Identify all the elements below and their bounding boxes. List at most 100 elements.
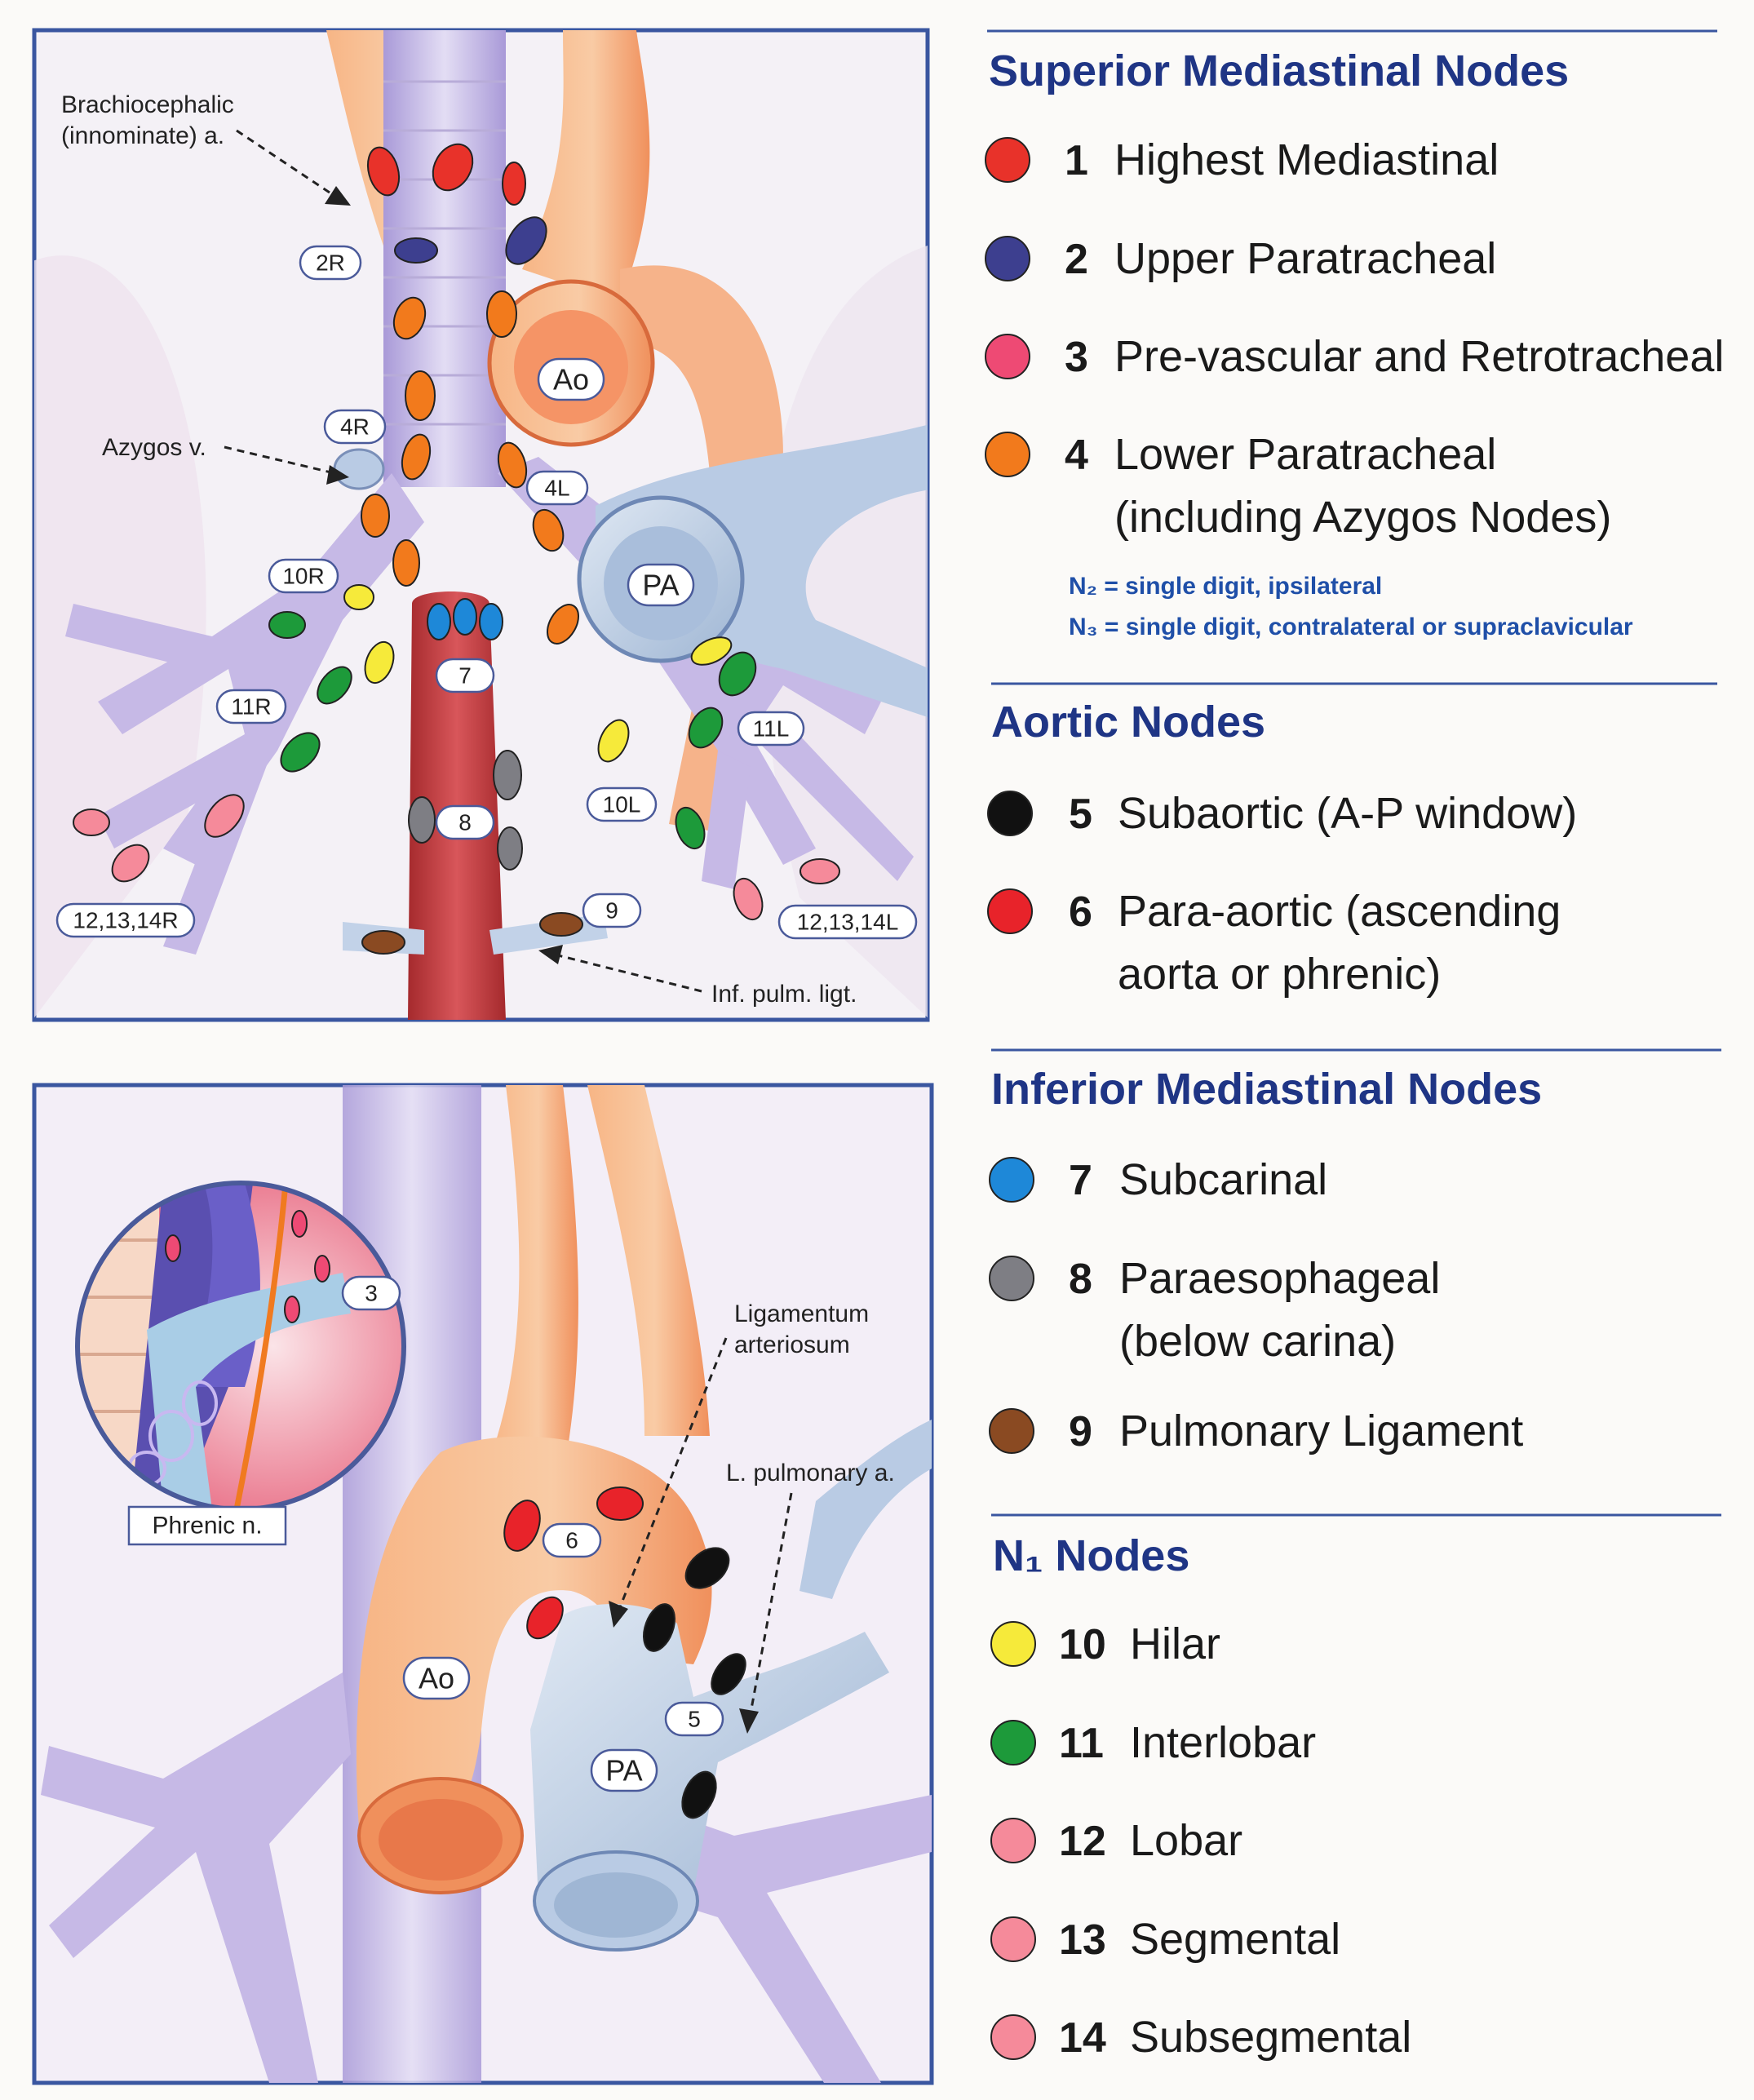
tag-4R: 4R xyxy=(323,409,387,445)
svg-text:4L: 4L xyxy=(544,476,569,501)
node-10 xyxy=(597,719,630,763)
svg-text:4: 4 xyxy=(1065,432,1088,479)
node-12-14 xyxy=(73,809,110,836)
svg-text:9: 9 xyxy=(1069,1408,1092,1455)
label-l-pulmonary-a: L. pulmonary a. xyxy=(726,1460,895,1486)
legend-item-9: 9 Pulmonary Ligament xyxy=(989,1407,1523,1455)
svg-text:Ao: Ao xyxy=(553,363,589,397)
svg-text:Pulmonary Ligament: Pulmonary Ligament xyxy=(1119,1407,1523,1455)
tag-2R: 2R xyxy=(299,245,362,281)
svg-text:8: 8 xyxy=(458,810,472,835)
tag-9: 9 xyxy=(582,893,642,928)
svg-text:Lower Paratracheal: Lower Paratracheal xyxy=(1114,430,1496,479)
azygos-vein xyxy=(333,448,385,490)
node-1 xyxy=(432,143,474,192)
label-brachiocephalic-2: (innominate) a. xyxy=(61,122,224,149)
label-ligamentum-1: Ligamentum xyxy=(734,1300,869,1327)
svg-text:PA: PA xyxy=(605,1754,642,1788)
node-11 xyxy=(317,666,352,705)
legend-item-8: 8 Paraesophageal (below carina) xyxy=(989,1254,1440,1366)
node-8 xyxy=(497,826,523,871)
node-10 xyxy=(364,640,395,684)
node-1 xyxy=(502,162,526,206)
node-2 xyxy=(394,237,438,264)
node-9 xyxy=(539,912,583,937)
node-7 xyxy=(479,603,503,640)
legend-item-1: 1 Highest Mediastinal xyxy=(985,135,1499,184)
svg-text:13: 13 xyxy=(1059,1916,1106,1964)
node-4 xyxy=(401,433,432,481)
tag-ao-top: Ao xyxy=(537,357,605,401)
node-8 xyxy=(493,750,522,800)
svg-text:5: 5 xyxy=(1069,791,1092,838)
legend: Superior Mediastinal Nodes 1 Highest Med… xyxy=(985,29,1724,2062)
node-12-14 xyxy=(204,794,245,838)
svg-text:Hilar: Hilar xyxy=(1130,1619,1220,1668)
svg-text:Pre-vascular and Retrotracheal: Pre-vascular and Retrotracheal xyxy=(1114,332,1724,381)
tag-8: 8 xyxy=(435,804,495,840)
top-nodes xyxy=(73,143,840,955)
svg-text:7: 7 xyxy=(1069,1157,1092,1204)
tag-6: 6 xyxy=(542,1522,602,1558)
svg-text:2: 2 xyxy=(1065,236,1088,283)
legend-title-superior: Superior Mediastinal Nodes xyxy=(989,47,1569,95)
node-4 xyxy=(532,508,565,552)
node-5 xyxy=(711,1653,746,1695)
svg-text:Upper Paratracheal: Upper Paratracheal xyxy=(1114,234,1496,283)
node-7 xyxy=(453,598,477,636)
label-phrenic-n: Phrenic n. xyxy=(127,1505,287,1546)
bottom-leader-arrows xyxy=(609,1337,793,1734)
node-5 xyxy=(681,1770,717,1819)
node-11 xyxy=(280,732,321,773)
right-main-bronchus xyxy=(98,473,424,865)
svg-text:12,13,14L: 12,13,14L xyxy=(797,910,899,935)
svg-text:(below carina): (below carina) xyxy=(1119,1317,1396,1366)
node-2 xyxy=(505,216,547,265)
node-6 xyxy=(596,1486,644,1521)
node-12-14 xyxy=(111,844,150,883)
tag-5: 5 xyxy=(664,1701,724,1737)
tag-12-13-14R: 12,13,14R xyxy=(55,902,196,938)
svg-text:Subsegmental: Subsegmental xyxy=(1130,2013,1411,2062)
ascending-aorta xyxy=(356,1436,712,1844)
legend-item-2: 2 Upper Paratracheal xyxy=(985,234,1496,283)
svg-text:Interlobar: Interlobar xyxy=(1130,1718,1316,1767)
legend-item-11: 11 Interlobar xyxy=(990,1718,1316,1767)
svg-text:5: 5 xyxy=(688,1707,701,1732)
svg-text:4R: 4R xyxy=(340,414,370,440)
node-1 xyxy=(366,146,401,197)
legend-note-n3: N₃ = single digit, contralateral or supr… xyxy=(1069,614,1633,640)
node-3 xyxy=(291,1210,308,1238)
legend-item-7: 7 Subcarinal xyxy=(989,1155,1327,1204)
svg-text:3: 3 xyxy=(1065,334,1088,381)
legend-note-n2: N₂ = single digit, ipsilateral xyxy=(1069,573,1382,600)
node-7 xyxy=(427,603,451,640)
node-4 xyxy=(392,539,420,587)
tag-pa-top: PA xyxy=(627,563,695,607)
node-10 xyxy=(690,636,733,666)
tag-ao-bottom: Ao xyxy=(402,1656,471,1700)
label-ligamentum-2: arteriosum xyxy=(734,1331,850,1358)
node-4 xyxy=(486,290,517,338)
tag-10R: 10R xyxy=(268,558,339,594)
bottom-nodes xyxy=(503,1486,746,1819)
svg-text:PA: PA xyxy=(642,569,679,602)
svg-text:10: 10 xyxy=(1059,1621,1106,1668)
pulmonary-trunk xyxy=(530,1604,889,1901)
svg-text:11: 11 xyxy=(1059,1720,1104,1767)
legend-title-aortic: Aortic Nodes xyxy=(991,698,1265,747)
svg-text:6: 6 xyxy=(565,1528,578,1553)
node-4 xyxy=(361,494,390,538)
node-11 xyxy=(718,651,757,697)
svg-text:Highest Mediastinal: Highest Mediastinal xyxy=(1114,135,1499,184)
svg-text:11R: 11R xyxy=(231,694,271,720)
tag-3: 3 xyxy=(341,1275,401,1311)
svg-text:11L: 11L xyxy=(753,716,790,742)
svg-text:10R: 10R xyxy=(282,564,324,589)
svg-text:1: 1 xyxy=(1065,137,1088,184)
legend-item-3: 3 Pre-vascular and Retrotracheal xyxy=(985,332,1724,381)
node-3 xyxy=(314,1255,330,1283)
node-3 xyxy=(284,1296,300,1323)
legend-item-6: 6 Para-aortic (ascending aorta or phreni… xyxy=(987,887,1561,999)
svg-text:(including Azygos Nodes): (including Azygos Nodes) xyxy=(1114,493,1611,542)
